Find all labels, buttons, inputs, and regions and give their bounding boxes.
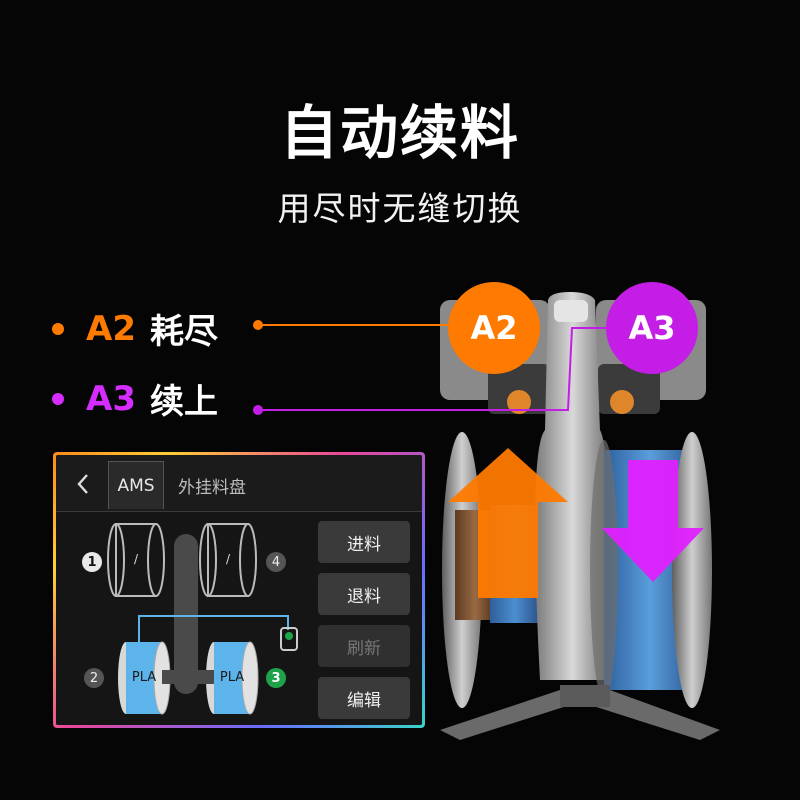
- spool-slot-3[interactable]: [206, 641, 259, 715]
- slot-number-1: 1: [82, 552, 102, 572]
- spool-2-material: PLA: [131, 670, 157, 685]
- ams-body: / / PLA PLA 1 4 2 3 进料 退料 刷新 编辑: [56, 511, 422, 725]
- refresh-button[interactable]: 刷新: [318, 625, 410, 667]
- ams-panel-inner: AMS 外挂料盘: [56, 455, 422, 725]
- tab-ams[interactable]: AMS: [108, 461, 164, 509]
- slot-number-3: 3: [266, 668, 286, 688]
- callout-dot: [52, 392, 64, 405]
- back-button[interactable]: [60, 463, 106, 507]
- callout-dot: [52, 322, 64, 335]
- load-button[interactable]: 进料: [318, 521, 410, 563]
- callout-a3-continue: A3 续上: [52, 374, 218, 423]
- chevron-left-icon: [75, 469, 91, 502]
- callout-status-label: 耗尽: [149, 312, 218, 352]
- badge-a2: A2: [448, 282, 540, 374]
- slot-number-2: 2: [84, 668, 104, 688]
- edit-button[interactable]: 编辑: [318, 677, 410, 719]
- spool-3-material: PLA: [219, 670, 245, 685]
- ams-tab-bar: AMS 外挂料盘: [56, 455, 422, 511]
- slot-number-4: 4: [266, 552, 286, 572]
- callout-a2-depleted: A2 耗尽: [52, 304, 218, 353]
- feed-up-arrow: [448, 448, 568, 598]
- page-subtitle: 用尽时无缝切换: [277, 189, 523, 228]
- callout-slot-label: A2: [86, 308, 136, 349]
- unload-button[interactable]: 退料: [318, 573, 410, 615]
- callout-status-label: 续上: [149, 382, 218, 422]
- ams-spool-diagram: [107, 523, 298, 715]
- badge-a3: A3: [606, 282, 698, 374]
- feed-down-arrow: [602, 460, 704, 582]
- page-title: 自动续料: [279, 99, 520, 167]
- spool-4-material: /: [225, 552, 231, 566]
- spool-slot-1[interactable]: [107, 523, 165, 597]
- spool-slot-2[interactable]: [118, 641, 171, 715]
- callout-slot-label: A3: [86, 378, 136, 419]
- spool-1-material: /: [133, 552, 139, 566]
- ams-panel: AMS 外挂料盘: [53, 452, 425, 728]
- tab-external-spool[interactable]: 外挂料盘: [178, 477, 246, 498]
- spool-slot-4[interactable]: [199, 523, 257, 597]
